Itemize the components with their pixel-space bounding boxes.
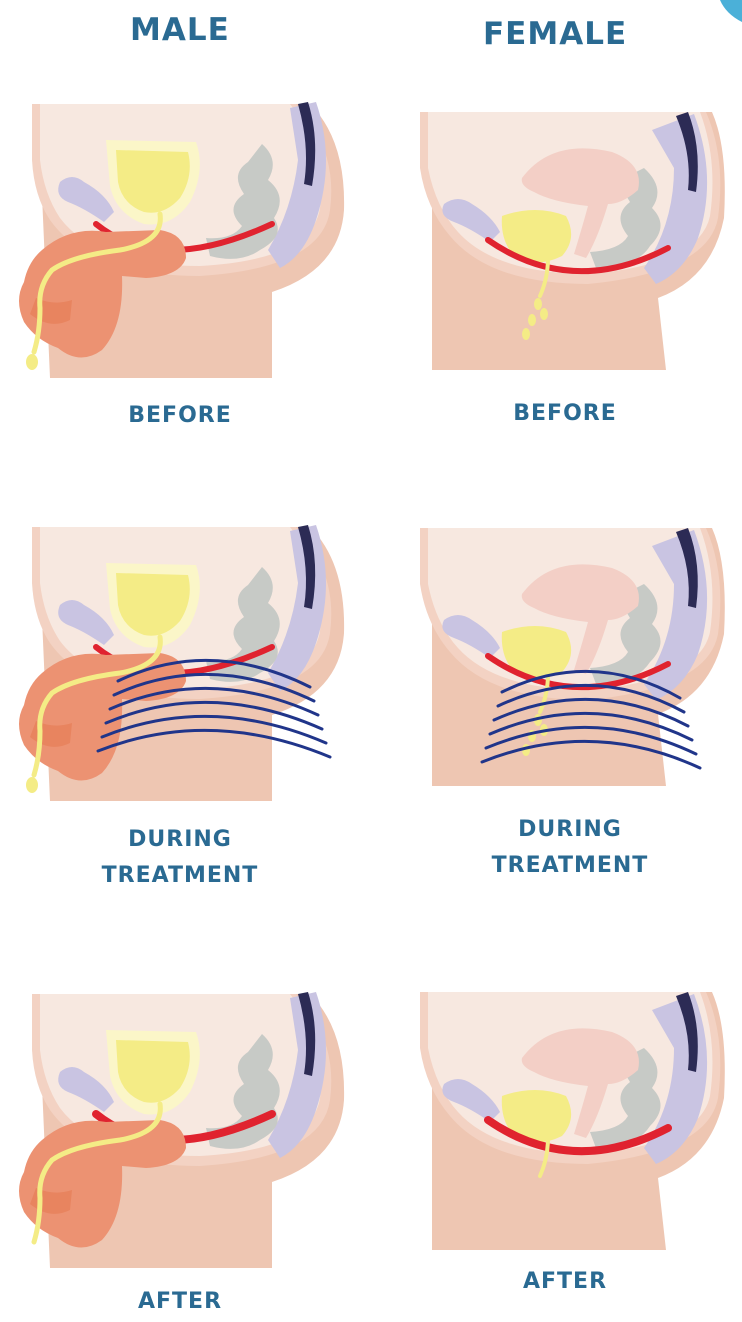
leak-drop <box>534 298 542 310</box>
male-heading: MALE <box>130 12 230 48</box>
female-heading: FEMALE <box>483 16 627 52</box>
female-during-illustration <box>412 522 730 792</box>
female-during-caption: DURING TREATMENT <box>450 812 690 884</box>
female-during-caption-line2: TREATMENT <box>450 848 690 884</box>
leak-drop <box>26 777 38 793</box>
male-during-caption: DURING TREATMENT <box>60 822 300 894</box>
male-before-caption: BEFORE <box>90 398 270 434</box>
leak-drop <box>26 354 38 370</box>
male-during-caption-line2: TREATMENT <box>60 858 300 894</box>
female-before-caption: BEFORE <box>475 396 655 432</box>
leak-drop <box>540 308 548 320</box>
female-before-illustration <box>412 108 730 374</box>
male-after-illustration <box>10 990 350 1272</box>
male-after-caption: AFTER <box>90 1284 270 1320</box>
female-during-caption-line1: DURING <box>450 812 690 848</box>
male-before-illustration <box>10 100 350 382</box>
corner-accent <box>716 0 742 22</box>
leak-drop <box>528 314 536 326</box>
male-during-illustration <box>10 520 350 808</box>
male-during-caption-line1: DURING <box>60 822 300 858</box>
leak-drop <box>522 328 530 340</box>
female-after-illustration <box>412 988 730 1254</box>
female-after-caption: AFTER <box>475 1264 655 1300</box>
